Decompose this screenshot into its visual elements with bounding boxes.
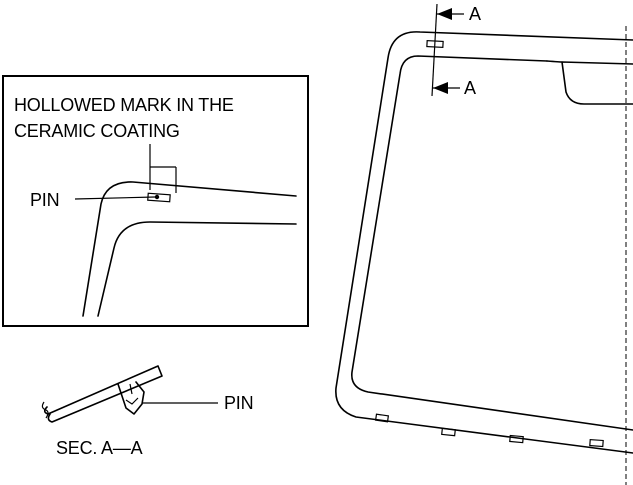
section-marker-top: A [469, 4, 481, 24]
pin-tab-bottom-1 [374, 413, 390, 423]
detail-view: HOLLOWED MARK IN THE CERAMIC COATING PIN [2, 75, 309, 327]
detail-frame [2, 75, 309, 327]
pin-tab-bottom-4 [589, 438, 604, 448]
hollowed-mark-label-line2: CERAMIC COATING [14, 121, 180, 141]
hollowed-mark-label-line1: HOLLOWED MARK IN THE [14, 95, 234, 115]
pin-detail-label: PIN [30, 190, 59, 210]
pin-section-label: PIN [224, 393, 253, 413]
pin-tab-bottom-3 [509, 434, 524, 444]
section-cut-line [431, 3, 438, 97]
section-pin-body [117, 381, 145, 415]
section-view: PIN SEC. A—A [41, 365, 254, 458]
section-marker-bottom: A [464, 78, 476, 98]
pin-tab-bottom-2 [441, 427, 456, 437]
section-glass-break [41, 401, 49, 419]
shade-band-notch [546, 60, 563, 63]
ceramic-coating-inner-edge [351, 55, 633, 431]
pin-icon [154, 194, 160, 200]
section-pin-detail [125, 383, 139, 405]
detail-glass-outer-edge [82, 181, 297, 317]
section-arrow-bottom-head [433, 82, 448, 94]
section-arrow-top-head [437, 8, 452, 20]
windshield: A A [335, 3, 633, 485]
section-caption: SEC. A—A [56, 438, 143, 458]
windshield-outer-edge [335, 31, 633, 454]
detail-ceramic-inner-edge [97, 221, 297, 317]
pin-leader-line [74, 196, 156, 200]
